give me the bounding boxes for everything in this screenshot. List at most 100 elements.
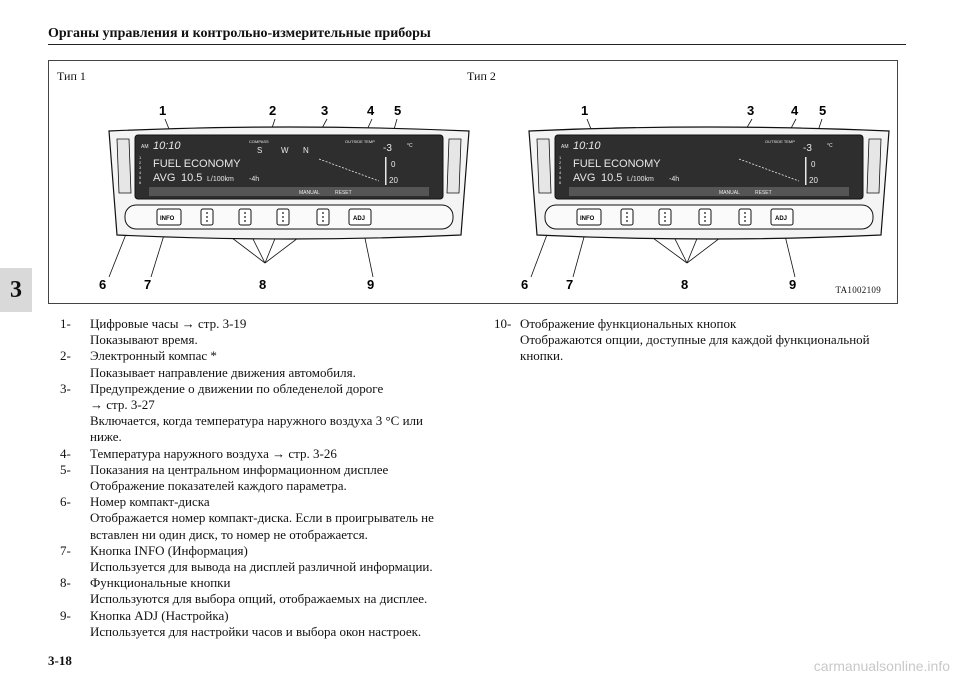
callout-4: 4 [791,103,799,118]
time-value: -4h [249,176,259,183]
callout-9: 9 [367,277,374,292]
item-number: 4- [60,445,71,461]
reset-label: RESET [755,190,772,196]
outside-temp-label: OUTSIDE TEMP [345,139,375,144]
figure-code: TA1002109 [835,285,881,295]
item-title: Цифровые часы → стр. 3-19 [90,316,247,331]
compass-n: N [303,146,309,155]
info-button: INFO [160,216,175,222]
callout-7: 7 [144,277,151,292]
list-item: 4- Температура наружного воздуха → стр. … [60,446,455,462]
cd-number-1: 1 [139,155,142,160]
fuel-economy-text: FUEL ECONOMY [573,158,661,170]
legend-list-right: 10- Отображение функциональных кнопок От… [494,316,894,365]
item-title: Отображение функциональных кнопок [520,316,737,331]
compass-s: S [257,146,262,155]
item-number: 2- [60,348,71,364]
item-description: Используются для выбора опций, отображае… [90,591,428,607]
item-title: Электронный компас * [90,348,217,364]
cd-number-1: 1 [559,155,562,160]
avg-value: 10.5 [181,172,202,184]
item-description: Показывает направление движения автомоби… [90,364,356,380]
list-item: 9- Кнопка ADJ (Настройка) Используется д… [60,608,455,640]
outside-temp-label: OUTSIDE TEMP [765,139,795,144]
cd-number-6: 6 [559,180,562,185]
avg-value: 10.5 [601,172,622,184]
temp-value: -3 [803,143,812,154]
callout-9: 9 [789,277,796,292]
am-indicator: AM [141,144,149,150]
callout-4: 4 [367,103,375,118]
item-title: Температура наружного воздуха → стр. 3-2… [90,445,337,461]
list-item: 3- Предупреждение о движении по обледене… [60,381,455,446]
chapter-tab: 3 [0,268,32,312]
header-rule [48,44,906,45]
temp-value: -3 [383,143,392,154]
cd-number-5: 5 [559,175,562,180]
cd-number-3: 3 [559,165,562,170]
item-number: 10- [494,316,512,331]
item-number: 3- [60,380,71,396]
manual-label: MANUAL [299,190,320,196]
value-zero: 0 [811,160,816,169]
figure-panel: Тип 1 Тип 2 1 2 3 4 5 1 0 6 7 8 9 [48,60,898,304]
info-button: INFO [580,216,595,222]
cd-number-2: 2 [559,160,562,165]
type2-display-illustration: 1 3 4 5 10 6 7 8 9 AM 10:10 OUT [521,103,890,292]
watermark: carmanualsonline.info [813,658,950,674]
item-description: Используется для вывода на дисплей разли… [90,559,433,575]
item-number: 5- [60,461,71,477]
avg-text: AVG [153,172,175,184]
list-item: 8- Функциональные кнопки Используются дл… [60,575,455,607]
item-description: Отображение показателей каждого параметр… [90,478,347,494]
list-item: 5- Показания на центральном информационн… [60,462,455,494]
temp-unit: °C [407,143,413,149]
cd-number-5: 5 [139,175,142,180]
type1-display-illustration: 1 2 3 4 5 1 0 6 7 8 9 [99,103,470,292]
legend-list-left: 1- Цифровые часы → стр. 3-19 Показывают … [60,316,455,640]
item-title: Номер компакт-диска [90,494,210,510]
type2-label: Тип 2 [467,69,496,83]
callout-5: 5 [819,103,826,118]
temp-unit: °C [827,143,833,149]
fuel-economy-text: FUEL ECONOMY [153,158,241,170]
value-zero: 0 [391,160,396,169]
cd-number-4: 4 [139,170,142,175]
callout-8: 8 [259,277,266,292]
compass-w: W [281,146,289,155]
callout-6: 6 [521,277,528,292]
item-title: Предупреждение о движении по обледенелой… [90,380,384,396]
item-title: Кнопка INFO (Информация) [90,542,248,558]
value-twenty: 20 [389,176,398,185]
value-twenty: 20 [809,176,818,185]
type1-label: Тип 1 [57,69,86,83]
compass-label: COMPASS [249,139,269,144]
reset-label: RESET [335,190,352,196]
item-title: Кнопка ADJ (Настройка) [90,607,229,623]
callout-1: 1 [581,103,588,118]
adj-button: ADJ [353,216,365,222]
item-number: 7- [60,542,71,558]
callout-1: 1 [159,103,166,118]
cd-number-4: 4 [559,170,562,175]
callout-5: 5 [394,103,401,118]
list-item: 10- Отображение функциональных кнопок От… [494,316,894,365]
clock-display: 10:10 [153,140,181,152]
manual-label: MANUAL [719,190,740,196]
callout-3: 3 [747,103,754,118]
item-description: Используется для настройки часов и выбор… [90,623,422,639]
list-item: 6- Номер компакт-диска Отображается номе… [60,494,455,543]
item-description: Включается, когда температура наружного … [90,413,423,445]
cd-number-6: 6 [139,180,142,185]
list-item: 1- Цифровые часы → стр. 3-19 Показывают … [60,316,455,348]
item-number: 9- [60,607,71,623]
item-page-ref: → стр. 3-27 [90,397,155,413]
am-indicator: AM [561,144,569,150]
callout-3: 3 [321,103,328,118]
callout-8: 8 [681,277,688,292]
page-header-title: Органы управления и контрольно-измерител… [48,26,431,41]
callout-6: 6 [99,277,106,292]
item-title: Функциональные кнопки [90,575,231,591]
item-description: Отображается номер компакт-диска. Если в… [90,510,434,542]
cd-number-2: 2 [139,160,142,165]
